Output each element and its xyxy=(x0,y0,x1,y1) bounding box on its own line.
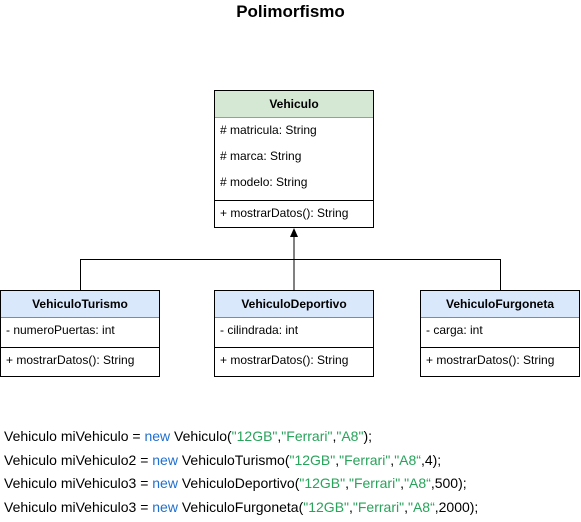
code-constructor: Vehiculo( xyxy=(170,428,232,444)
keyword-new: new xyxy=(144,428,171,444)
keyword-new: new xyxy=(152,498,178,515)
class-vehiculo-methods: + mostrarDatos(): String xyxy=(215,200,373,227)
code-declaration: Vehiculo miVehiculo3 = xyxy=(4,475,153,492)
keyword-new: new xyxy=(152,475,178,492)
string-literal: "Ferrari" xyxy=(339,451,391,468)
class-vehiculo-deportivo-attributes: - cilindrada: int xyxy=(215,318,373,347)
attribute-carga: - carga: int xyxy=(426,323,483,337)
code-line: Vehiculo miVehiculo3 = new VehiculoDepor… xyxy=(4,472,478,496)
keyword-new: new xyxy=(152,451,178,468)
class-vehiculo-deportivo: VehiculoDeportivo - cilindrada: int + mo… xyxy=(214,290,374,377)
attribute-modelo: # modelo: String xyxy=(220,175,308,189)
class-vehiculo: Vehiculo # matricula: String # marca: St… xyxy=(214,90,374,228)
code-comma: , xyxy=(404,498,408,515)
code-tail: ); xyxy=(363,428,372,444)
string-literal: "A8“ xyxy=(394,451,421,468)
code-sample: Vehiculo miVehiculo = new Vehiculo("12GB… xyxy=(4,425,478,519)
code-tail: ,500); xyxy=(430,475,467,492)
code-comma: , xyxy=(345,475,349,492)
class-vehiculo-turismo: VehiculoTurismo - numeroPuertas: int + m… xyxy=(0,290,160,377)
code-tail: ,2000); xyxy=(434,498,479,515)
string-literal: "Ferrari" xyxy=(352,498,405,515)
code-comma: , xyxy=(390,451,395,468)
code-tail: ,4); xyxy=(420,451,442,468)
code-constructor: VehiculoTurismo( xyxy=(177,451,290,468)
attribute-cilindrada: - cilindrada: int xyxy=(220,323,299,337)
code-constructor: VehiculoDeportivo( xyxy=(177,475,300,492)
code-line: Vehiculo miVehiculo = new Vehiculo("12GB… xyxy=(4,425,478,449)
code-declaration: Vehiculo miVehiculo = xyxy=(4,428,145,444)
string-literal: "A8" xyxy=(336,428,364,444)
code-constructor: VehiculoFurgoneta( xyxy=(177,498,304,515)
attribute-matricula: # matricula: String xyxy=(220,123,317,137)
method-mostrar-datos: + mostrarDatos(): String xyxy=(220,353,349,367)
attribute-marca: # marca: String xyxy=(220,149,302,163)
class-vehiculo-turismo-attributes: - numeroPuertas: int xyxy=(1,318,159,347)
class-vehiculo-deportivo-methods: + mostrarDatos(): String xyxy=(215,347,373,375)
code-comma: , xyxy=(400,475,405,492)
string-literal: "A8“ xyxy=(404,475,431,492)
string-literal: "12GB" xyxy=(299,475,346,492)
code-comma: , xyxy=(277,428,282,444)
code-declaration: Vehiculo miVehiculo3 = xyxy=(4,498,153,515)
class-vehiculo-furgoneta-attributes: - carga: int xyxy=(421,318,579,347)
class-vehiculo-turismo-methods: + mostrarDatos(): String xyxy=(1,347,159,375)
class-vehiculo-attributes: # matricula: String # marca: String # mo… xyxy=(215,118,373,200)
class-vehiculo-name: Vehiculo xyxy=(215,91,373,118)
inheritance-arrowhead xyxy=(290,228,298,237)
method-mostrar-datos: + mostrarDatos(): String xyxy=(220,206,349,220)
method-mostrar-datos: + mostrarDatos(): String xyxy=(6,353,135,367)
method-mostrar-datos: + mostrarDatos(): String xyxy=(426,353,555,367)
string-literal: "Ferrari" xyxy=(281,428,333,444)
class-vehiculo-furgoneta-name: VehiculoFurgoneta xyxy=(421,291,579,318)
code-comma: , xyxy=(335,451,340,468)
attribute-numero-puertas: - numeroPuertas: int xyxy=(6,323,115,337)
string-literal: "12GB" xyxy=(303,498,350,515)
class-vehiculo-deportivo-name: VehiculoDeportivo xyxy=(215,291,373,318)
code-line: Vehiculo miVehiculo3 = new VehiculoFurgo… xyxy=(4,496,478,520)
string-literal: "Ferrari" xyxy=(349,475,401,492)
string-literal: "A8“ xyxy=(407,498,435,515)
class-vehiculo-furgoneta-methods: + mostrarDatos(): String xyxy=(421,347,579,375)
string-literal: "12GB" xyxy=(289,451,336,468)
class-vehiculo-furgoneta: VehiculoFurgoneta - carga: int + mostrar… xyxy=(420,290,580,377)
diagram-title: Polimorfismo xyxy=(236,2,345,21)
class-vehiculo-turismo-name: VehiculoTurismo xyxy=(1,291,159,318)
code-comma: , xyxy=(332,428,337,444)
code-line: Vehiculo miVehiculo2 = new VehiculoTuris… xyxy=(4,449,478,473)
code-comma: , xyxy=(349,498,353,515)
code-declaration: Vehiculo miVehiculo2 = xyxy=(4,451,153,468)
string-literal: "12GB" xyxy=(231,428,278,444)
